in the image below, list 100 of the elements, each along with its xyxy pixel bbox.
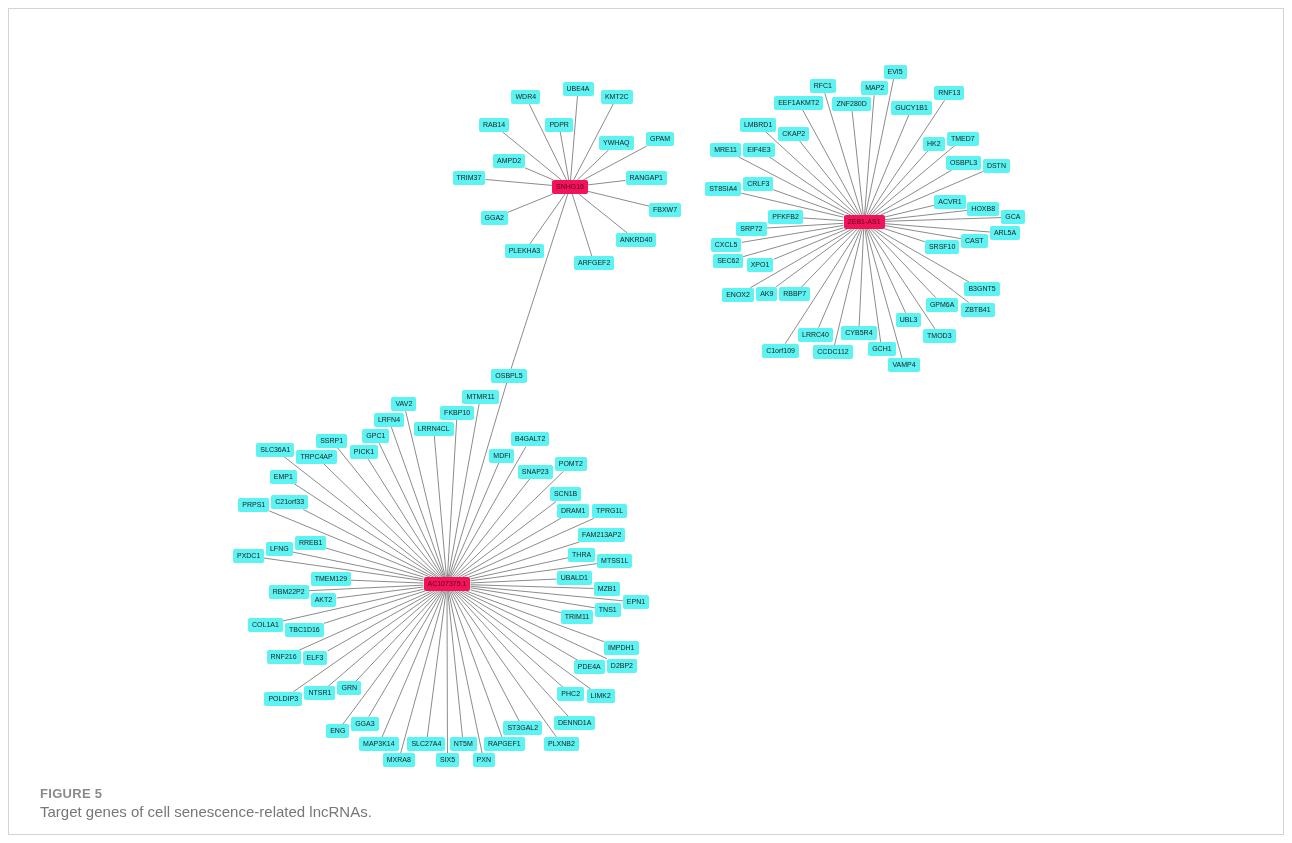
connector-line <box>765 222 844 229</box>
connector-line <box>381 590 445 738</box>
connector-line <box>462 517 595 578</box>
connector-line <box>798 140 859 216</box>
figure-caption: Target genes of cell senescence-related lncRNAs. <box>40 803 372 820</box>
connector-line <box>884 223 991 233</box>
connector-line <box>524 167 555 181</box>
connector-line <box>582 145 648 181</box>
connector-line <box>450 590 520 722</box>
connector-line <box>453 470 564 578</box>
connector-line <box>448 382 508 578</box>
connector-line <box>864 228 882 343</box>
connector-line <box>323 590 426 624</box>
connector-line <box>587 179 626 186</box>
connector-line <box>884 217 1002 222</box>
connector-line <box>470 585 624 602</box>
connector-line <box>884 225 962 240</box>
connector-line <box>872 228 970 304</box>
connector-line <box>834 228 863 346</box>
connector-line <box>571 193 593 257</box>
connector-line <box>465 590 605 643</box>
connector-line <box>283 456 439 578</box>
connector-line <box>824 92 863 216</box>
connector-line <box>268 510 431 578</box>
connector-line <box>449 462 500 578</box>
connector-line <box>772 189 845 216</box>
connector-line <box>884 228 926 243</box>
connector-line <box>327 590 435 652</box>
connector-line <box>451 590 557 738</box>
connector-line <box>870 228 937 299</box>
connector-line <box>818 228 862 329</box>
connector-line <box>858 228 865 327</box>
connector-line <box>461 590 608 660</box>
connector-line <box>336 586 424 599</box>
connector-line <box>510 193 569 370</box>
connector-line <box>452 478 531 578</box>
connector-line <box>570 95 578 181</box>
connector-line <box>864 78 895 216</box>
connector-line <box>470 563 598 582</box>
connector-line <box>368 590 444 718</box>
connector-line <box>449 590 503 738</box>
connector-line <box>323 463 441 578</box>
connector-line <box>456 590 592 690</box>
connector-line <box>454 590 564 688</box>
connector-line <box>866 114 910 216</box>
connector-line <box>446 419 458 578</box>
connector-line <box>292 551 424 580</box>
connector-line <box>302 508 434 578</box>
connector-line <box>851 110 864 216</box>
connector-line <box>292 590 438 693</box>
connector-line <box>765 131 857 216</box>
connector-line <box>447 590 483 754</box>
connector-line <box>458 517 562 578</box>
connector-line <box>884 204 935 218</box>
connector-line <box>455 500 557 578</box>
connector-line <box>446 590 448 754</box>
connector-line <box>800 228 858 288</box>
connector-line <box>367 458 444 578</box>
connector-line <box>801 217 844 222</box>
connector-line <box>868 99 946 216</box>
connector-line <box>293 483 437 578</box>
connector-line <box>342 590 443 725</box>
connector-line <box>452 590 569 717</box>
connector-line <box>336 447 442 578</box>
connector-line <box>865 228 903 359</box>
connector-line <box>426 590 447 738</box>
connector-line <box>400 590 446 754</box>
connector-line <box>578 193 628 234</box>
connector-line <box>450 445 527 578</box>
connector-line <box>869 150 929 216</box>
connector-line <box>529 193 566 245</box>
connector-line <box>433 435 447 578</box>
connector-line <box>355 590 441 682</box>
connector-line <box>587 190 650 207</box>
connector-line <box>350 579 424 584</box>
connector-line <box>742 227 844 258</box>
connector-line <box>741 224 844 243</box>
connector-line <box>802 109 861 216</box>
connector-line <box>308 584 424 592</box>
connector-line <box>468 541 580 578</box>
connector-line <box>559 131 570 181</box>
connector-line <box>485 178 553 186</box>
connector-line <box>576 149 610 181</box>
connector-line <box>378 442 445 578</box>
connector-line <box>738 156 851 216</box>
connector-line <box>470 578 558 584</box>
connector-line <box>263 557 424 582</box>
connector-line <box>447 403 480 578</box>
connector-line <box>768 156 855 216</box>
figure-number: FIGURE 5 <box>40 786 103 801</box>
connector-line <box>470 584 595 589</box>
connector-line <box>458 590 578 661</box>
connector-line <box>507 193 554 213</box>
connector-line <box>327 590 440 687</box>
connector-line <box>298 590 432 651</box>
connector-line <box>749 228 853 289</box>
connector-line <box>405 410 446 578</box>
connector-line <box>884 209 968 221</box>
connector-line <box>470 587 596 609</box>
connector-line <box>880 171 984 216</box>
